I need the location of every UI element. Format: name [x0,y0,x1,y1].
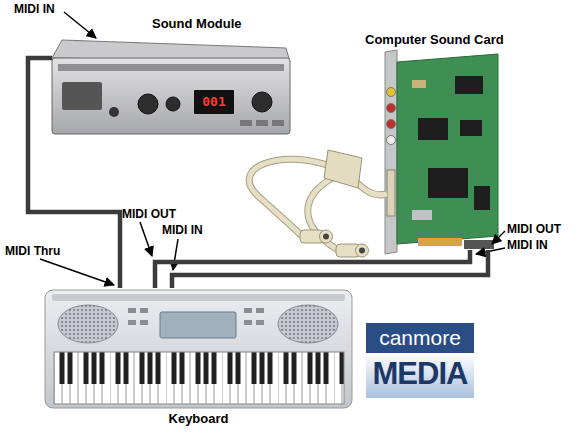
port-label: MIDI Thru [5,244,60,258]
sound-module-picture [52,40,290,134]
keyboard-picture [160,312,236,338]
keyboard-picture [45,290,352,408]
port-label: MIDI OUT [507,222,561,236]
midi-cable-picture [320,230,333,243]
midi-cable-picture [249,159,330,236]
leader-line [492,231,505,244]
leader-line [40,12,505,285]
keyboard-picture [128,308,136,313]
sound-card-picture [455,76,483,94]
keyboard-picture [244,308,252,313]
device-title: Keyboard [169,411,229,427]
midi-cable-picture [249,150,387,257]
port-label: MIDI IN [507,238,548,252]
sound-module-picture [166,97,180,111]
sound-card-picture [387,88,396,97]
sound-module-picture [109,107,119,117]
company-logo [366,323,474,398]
midi-cable [155,250,470,288]
keyboard-picture [52,294,345,301]
midi-cable-picture [356,244,369,257]
sound-module-picture [58,64,284,71]
midi-cable-picture [249,159,330,236]
keyboard-picture [140,308,148,313]
sound-card-picture [385,50,397,254]
sound-card-picture [418,118,448,140]
leader-line [40,259,114,285]
leader-line [64,12,96,38]
sound-module-picture [62,82,102,110]
company-logo [366,353,474,398]
sound-card-picture [418,238,462,246]
sound-card: Computer Sound Card [385,50,500,250]
sound-module-picture [252,92,272,112]
company-logo [366,323,474,353]
sound-card-picture [412,80,426,88]
sound-card-picture [387,136,396,145]
leader-line [140,222,152,256]
sound-module-picture [272,120,284,126]
sound-card-picture [397,54,498,244]
leader-line [173,239,178,270]
sound-card-picture [428,168,468,198]
keyboard-picture [244,320,252,325]
keyboard-picture [54,352,344,404]
midi-cable [172,250,488,288]
keyboard-picture [128,320,136,325]
keyboard-picture [256,320,264,325]
sound-card-picture [412,210,432,220]
port-label: MIDI IN [14,2,55,16]
sound-card-picture [385,50,498,254]
sound-module-picture [138,94,158,114]
keyboard-picture [45,290,352,408]
display-digits: 001 [194,94,234,110]
midi-cable-picture [323,234,329,240]
sound-module-picture [256,120,268,126]
keyboard-picture [278,305,338,343]
logo-word: MEDIA [366,354,474,394]
sound-card-picture [460,120,482,136]
midi-cable-picture [324,150,362,188]
port-label: MIDI IN [162,223,203,237]
logo-word: canmore [366,325,474,350]
midi-cable-picture [359,248,365,254]
sound-module-picture [240,120,252,126]
keyboard-picture [58,305,118,343]
keyboard-picture [58,305,118,343]
keyboard: Keyboard [45,288,352,408]
sound-card-picture [464,240,494,249]
sound-module-picture [194,90,234,114]
sound-module: Sound Module [52,36,290,136]
leader-line [476,248,505,254]
port-label: MIDI OUT [122,207,176,221]
sound-card-picture [387,104,396,113]
device-title: Computer Sound Card [365,32,504,48]
keyboard-picture [278,305,338,343]
sound-card-picture [387,120,396,129]
sound-card-picture [387,170,395,216]
keyboard-picture [256,308,264,313]
device-title: Sound Module [152,16,242,32]
keyboard-picture [140,320,148,325]
sound-module-picture [52,58,290,134]
sound-card-picture [474,186,490,210]
